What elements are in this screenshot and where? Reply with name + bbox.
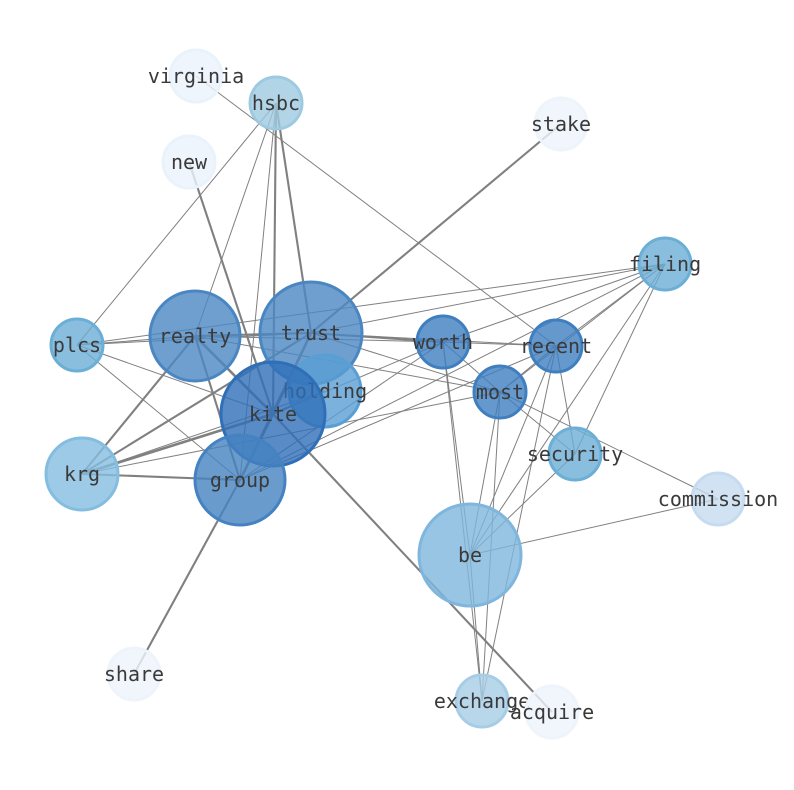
node-label-group: group — [210, 468, 270, 492]
node-label-trust: trust — [281, 321, 341, 345]
node-circle-realty — [148, 289, 242, 383]
edge-filing-be — [469, 263, 666, 556]
edge-recent-exchange — [481, 345, 557, 702]
node-label-security: security — [527, 442, 623, 466]
node-circle-group — [193, 433, 287, 527]
node-circle-stake — [533, 96, 589, 152]
node-label-stake: stake — [531, 112, 591, 136]
node-label-exchange: exchange — [434, 689, 530, 713]
node-recent: recent — [520, 318, 592, 374]
node-circle-hsbc — [248, 75, 304, 131]
node-acquire: acquire — [510, 684, 594, 740]
node-commission: commission — [658, 471, 778, 527]
node-label-share: share — [104, 662, 164, 686]
node-circle-plcs — [49, 317, 105, 373]
node-stake: stake — [531, 96, 591, 152]
edge-recent-virginia — [195, 75, 557, 347]
node-circle-exchange — [454, 673, 510, 729]
node-label-kite: kite — [249, 402, 297, 426]
node-label-hsbc: hsbc — [252, 91, 300, 115]
edge-most-commission — [499, 391, 719, 500]
node-label-krg: krg — [64, 462, 100, 486]
node-label-most: most — [476, 380, 524, 404]
edge-kite-acquire — [272, 413, 553, 713]
node-label-commission: commission — [658, 487, 778, 511]
edge-trust-stake — [310, 123, 562, 334]
node-layer: virginia hsbc stake new filing plcs realty trus… — [44, 48, 778, 740]
node-group: group — [193, 433, 287, 527]
edge-most-filing — [499, 263, 666, 393]
edge-filing-security — [574, 263, 666, 455]
node-realty: realty — [148, 289, 242, 383]
node-label-worth: worth — [413, 330, 473, 354]
node-circle-new — [161, 134, 217, 190]
node-circle-krg — [44, 436, 120, 512]
node-virginia: virginia — [148, 48, 244, 104]
node-circle-virginia — [168, 48, 224, 104]
node-circle-recent — [528, 318, 584, 374]
node-exchange: exchange — [434, 673, 530, 729]
edge-worth-filing — [442, 263, 666, 343]
node-circle-filing — [637, 236, 693, 292]
node-share: share — [104, 646, 164, 702]
node-circle-share — [106, 646, 162, 702]
node-new: new — [161, 134, 217, 190]
node-label-be: be — [458, 543, 482, 567]
node-circle-commission — [690, 471, 746, 527]
node-circle-be — [417, 502, 523, 608]
node-label-new: new — [171, 150, 208, 174]
node-label-realty: realty — [159, 324, 231, 348]
node-circle-worth — [415, 314, 471, 370]
node-be: be — [417, 502, 523, 608]
edge-trust-filing — [310, 263, 666, 334]
node-most: most — [472, 364, 528, 420]
node-label-recent: recent — [520, 334, 592, 358]
node-worth: worth — [413, 314, 473, 370]
node-label-plcs: plcs — [53, 333, 101, 357]
node-label-filing: filing — [629, 252, 701, 276]
node-circle-most — [472, 364, 528, 420]
edge-plcs-hsbc — [76, 102, 277, 346]
node-hsbc: hsbc — [248, 75, 304, 131]
node-circle-acquire — [524, 684, 580, 740]
node-krg: krg — [44, 436, 120, 512]
node-circle-security — [547, 426, 603, 482]
node-security: security — [527, 426, 623, 482]
node-filing: filing — [629, 236, 701, 292]
node-label-virginia: virginia — [148, 64, 244, 88]
node-label-acquire: acquire — [510, 700, 594, 724]
node-plcs: plcs — [49, 317, 105, 373]
